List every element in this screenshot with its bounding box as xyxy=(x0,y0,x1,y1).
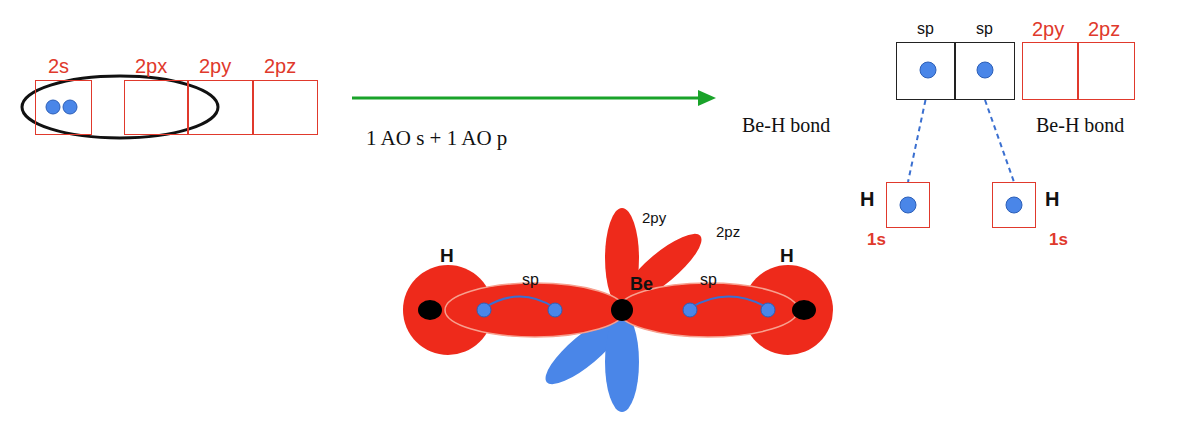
orbital-label: 2s xyxy=(48,56,69,76)
orbital-label: sp xyxy=(700,272,717,288)
reaction-label: 1 AO s + 1 AO p xyxy=(366,128,507,149)
hybrid-orbital-box: sp xyxy=(955,42,1015,100)
atomic-orbital-box: 2px xyxy=(124,80,188,135)
hydrogen-orbital-box: H1s xyxy=(992,182,1036,228)
orbital-label: 2px xyxy=(135,56,167,76)
orbital-label: 2py xyxy=(1032,19,1064,39)
bond-connector xyxy=(908,100,926,182)
atomic-orbital-box: 2pz xyxy=(1078,42,1135,100)
hybrid-orbital-box: sp xyxy=(896,42,955,100)
bond-label: Be-H bond xyxy=(1036,115,1124,135)
orbital-label: sp xyxy=(976,21,993,37)
orbital-label: 2py xyxy=(642,210,666,225)
orbital-label: H xyxy=(1045,189,1059,209)
orbital-label: 2pz xyxy=(716,224,740,239)
atom-label: Be xyxy=(630,275,653,293)
orbital-sublabel: 1s xyxy=(1049,231,1068,248)
orbital-label: 2pz xyxy=(1088,19,1120,39)
orbital-label: H xyxy=(860,189,874,209)
atom-label: H xyxy=(780,246,794,265)
atomic-orbital-box: 2pz xyxy=(253,80,318,135)
reaction-arrow xyxy=(352,97,700,100)
atomic-orbital-box: 2s xyxy=(35,80,92,135)
bond-connector xyxy=(985,100,1014,182)
orbital-sublabel: 1s xyxy=(867,231,886,248)
orbital-label: 2pz xyxy=(264,56,296,76)
atom-label: H xyxy=(440,246,454,265)
orbital-label: 2py xyxy=(199,56,231,76)
atomic-orbital-box: 2py xyxy=(188,80,253,135)
hydrogen-orbital-box: H1s xyxy=(886,182,930,228)
orbital-label: sp xyxy=(522,272,539,288)
orbital-label: sp xyxy=(917,21,934,37)
atomic-orbital-box: 2py xyxy=(1022,42,1078,100)
beh2-orbitals xyxy=(403,208,833,412)
bond-label: Be-H bond xyxy=(742,115,830,135)
